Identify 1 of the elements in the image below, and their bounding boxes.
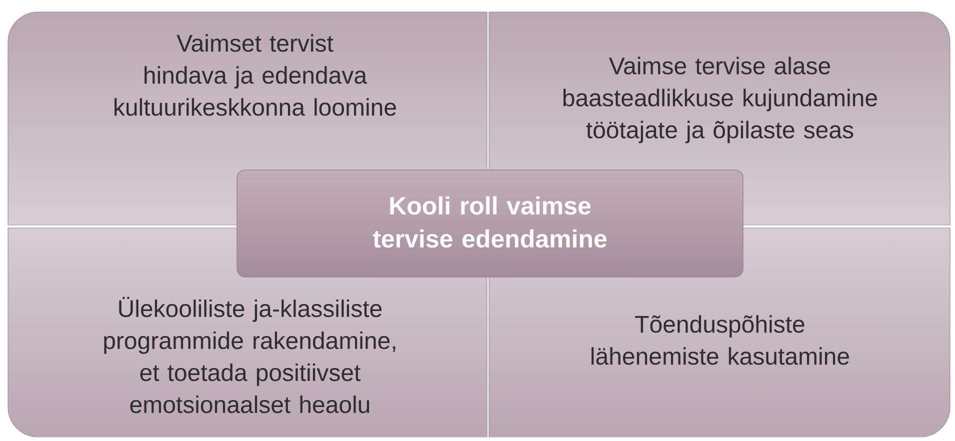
centre-box: Kooli roll vaimse tervise edendamine: [236, 170, 744, 278]
